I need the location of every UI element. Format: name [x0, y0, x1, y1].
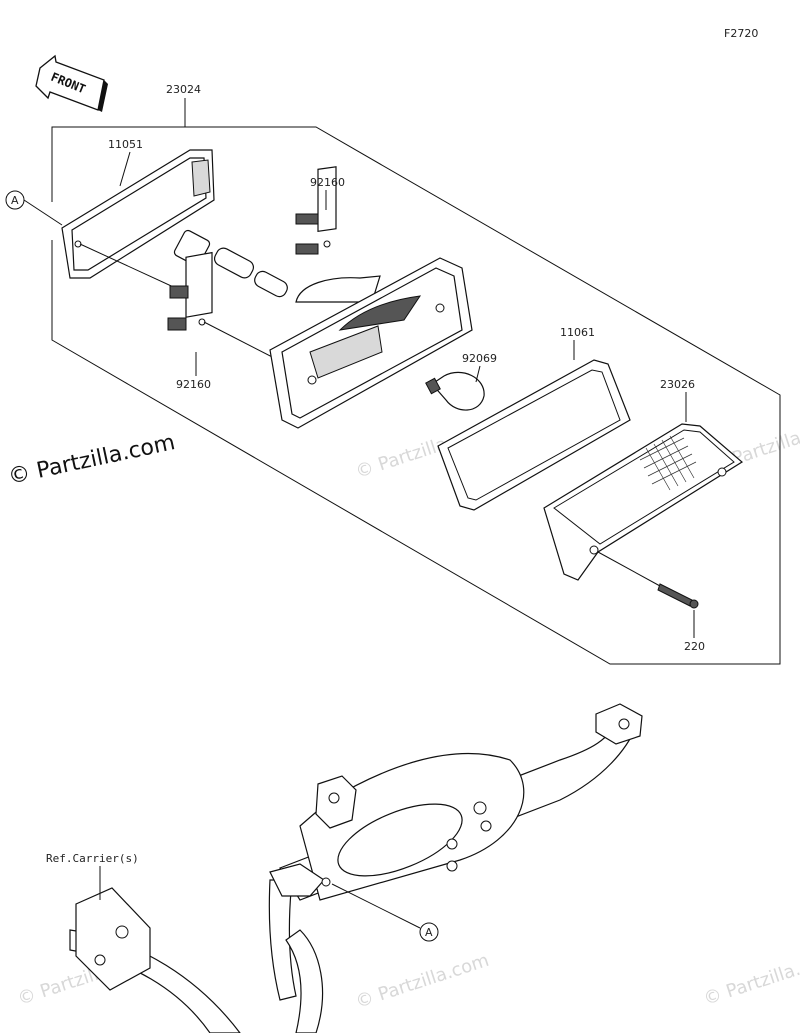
label-92160-top: 92160: [310, 176, 345, 189]
label-11051: 11051: [108, 138, 143, 151]
callout-a-bottom-text: A: [425, 926, 433, 939]
gasket-11061: [437, 359, 631, 511]
figure-code: F2720: [724, 27, 758, 40]
copyright: © Partzilla.com: [6, 430, 177, 490]
front-arrow-icon: FRONT: [35, 54, 108, 112]
lamp-housing: [269, 257, 473, 429]
watermark-5: © Partzilla.com: [701, 947, 800, 1010]
lens-23026: [543, 423, 744, 581]
label-23024: 23024: [166, 83, 201, 96]
label-92160-bottom: 92160: [176, 378, 211, 391]
label-23026: 23026: [660, 378, 695, 391]
screw-220: [597, 551, 699, 609]
label-11061: 11061: [560, 326, 595, 339]
bulb-92069: [425, 371, 485, 411]
callout-a-bottom: A: [331, 883, 439, 942]
label-220: 220: [684, 640, 705, 653]
carrier-frame: [69, 703, 643, 1033]
lens-grid: [639, 435, 697, 491]
ref-carrier-label: Ref.Carrier(s): [46, 852, 139, 865]
socket-92160-top: [295, 166, 337, 255]
callout-a-top-text: A: [11, 194, 19, 207]
socket-92160-bottom: [167, 251, 283, 363]
gasket-11051: [61, 149, 215, 291]
label-92069: 92069: [462, 352, 497, 365]
assembly-outline: [51, 98, 781, 665]
watermark-4: © Partzilla.com: [353, 950, 492, 1013]
callout-a-top: A: [5, 190, 63, 226]
